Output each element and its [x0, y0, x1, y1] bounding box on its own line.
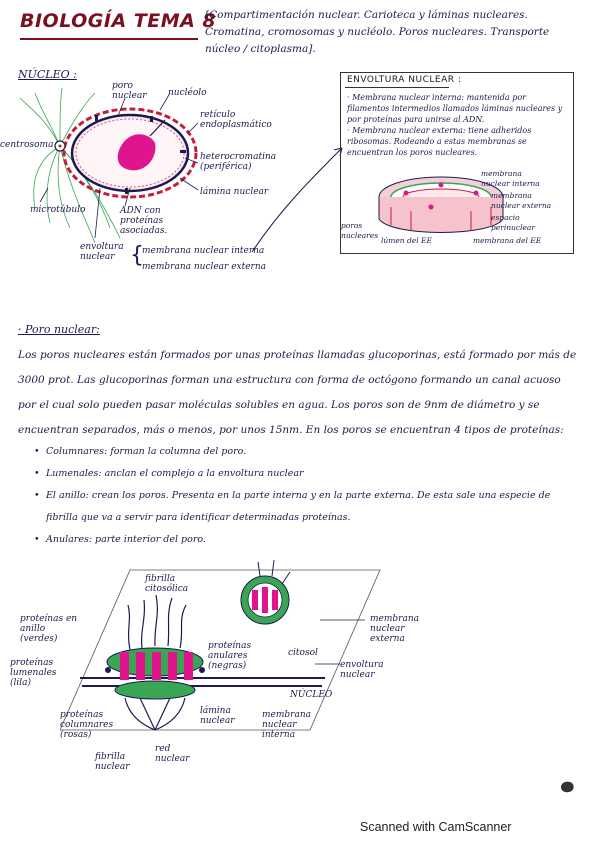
- box-text-inner: · Membrana nuclear interna: mantenida po…: [347, 93, 563, 124]
- envelope-box: ENVOLTURA NUCLEAR : · Membrana nuclear i…: [340, 72, 574, 254]
- label-annular-proteins: proteínas anulares (negras): [208, 641, 252, 671]
- label-nuclear-fibril: fibrilla nuclear: [95, 752, 130, 772]
- label-nuclear-pore: poro nuclear: [112, 81, 147, 101]
- label-inner-membrane-pore: membrana nuclear interna: [262, 710, 311, 740]
- pore-paragraph: Los poros nucleares están formados por u…: [18, 349, 577, 436]
- label-heterochromatin: heterocromatina (periférica): [200, 152, 277, 172]
- label-cytosol: citosol: [288, 648, 318, 658]
- label-dna: ADN con proteínas asociadas.: [120, 206, 168, 236]
- list-item: Lumenales: anclan el complejo a la envol…: [34, 463, 574, 485]
- title-underline: [20, 38, 198, 40]
- label-outer-membrane-pore: membrana nuclear externa: [370, 614, 419, 644]
- nucleolus: [117, 134, 156, 171]
- box-text: · Membrana nuclear interna: mantenida po…: [347, 92, 567, 158]
- label-envelope: envoltura nuclear: [80, 242, 124, 262]
- envelope-3d-diagram: [378, 176, 504, 233]
- box-label-er-membrane: membrana del EE: [473, 236, 542, 245]
- list-item: Columnares: forman la columna del poro.: [34, 441, 574, 463]
- label-microtubule: microtúbulo: [30, 205, 86, 215]
- box-label-pores: poros nucleares: [341, 221, 379, 240]
- pore-heading: · Poro nuclear:: [18, 323, 100, 336]
- microtubules: [19, 87, 121, 244]
- label-nuclear-lamina-pore: lámina nuclear: [200, 706, 235, 726]
- label-inner-membrane: membrana nuclear interna: [142, 246, 265, 256]
- box-label-space: espacio perinuclear: [491, 213, 535, 232]
- label-nuclear-net: red nuclear: [155, 744, 190, 764]
- pore-diagram: [60, 560, 381, 731]
- label-outer-membrane: membrana nuclear externa: [142, 262, 267, 272]
- box-label-lumen: lúmen del EE: [381, 236, 432, 245]
- box-label-inner: membrana nuclear interna: [481, 169, 540, 188]
- box-text-outer: · Membrana nuclear externa: tiene adheri…: [347, 126, 532, 157]
- nucleus-diagram: [19, 87, 199, 244]
- envelope-brace: {: [130, 243, 144, 268]
- label-nucleus: NÚCLEO: [290, 690, 333, 700]
- arrow-to-box: [251, 147, 343, 253]
- label-nucleolus: nucléolo: [168, 88, 207, 98]
- protein-types-list: Columnares: forman la columna del poro. …: [34, 441, 574, 551]
- er-outline: [62, 107, 198, 199]
- box-title-underline: [345, 87, 449, 88]
- label-nuclear-lamina: lámina nuclear: [200, 187, 269, 197]
- box-title: ENVOLTURA NUCLEAR :: [347, 75, 462, 85]
- camscanner-logo-icon: [561, 781, 574, 793]
- label-cytosolic-fibril: fibrilla citosólica: [145, 574, 189, 594]
- label-centrosome: centrosoma: [0, 140, 54, 150]
- label-envelope-pore: envoltura nuclear: [340, 660, 384, 680]
- label-ring-proteins: proteínas en anillo (verdes): [20, 614, 78, 644]
- label-er: retículo endoplasmático: [200, 110, 272, 130]
- list-item: El anillo: crean los poros. Presenta en …: [34, 485, 574, 529]
- nucleus-heading: NÚCLEO :: [18, 68, 77, 81]
- scanner-watermark: Scanned with CamScanner: [360, 820, 512, 834]
- page-title: BIOLOGÍA TEMA 8: [20, 10, 217, 32]
- list-item: Anulares: parte interior del poro.: [34, 529, 574, 551]
- page-subtitle: [Compartimentación nuclear. Carioteca y …: [205, 9, 550, 55]
- label-lumenal-proteins: proteínas lumenales (lila): [10, 658, 57, 688]
- label-columnar-proteins: proteínas columnares (rosas): [60, 710, 114, 740]
- box-label-outer: membrana nuclear externa: [491, 191, 552, 210]
